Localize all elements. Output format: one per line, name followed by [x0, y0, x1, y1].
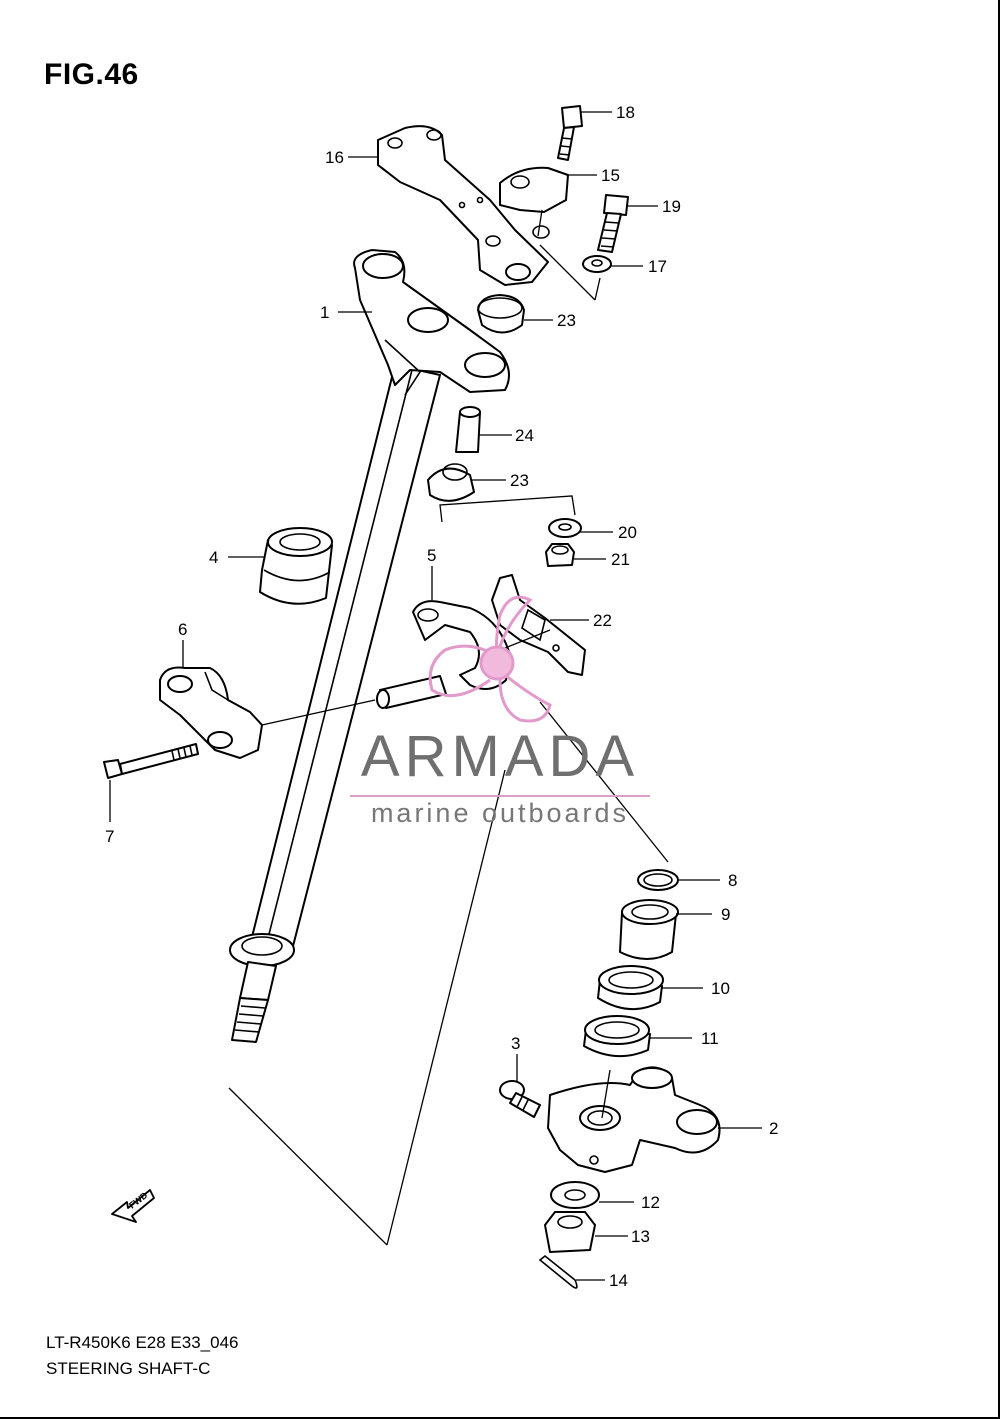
- callout-5: 5: [427, 546, 436, 565]
- callout-1: 1: [320, 303, 329, 322]
- watermark-divider: [350, 795, 650, 797]
- callout-6: 6: [178, 620, 187, 639]
- callout-23-upper: 23: [557, 311, 576, 330]
- bushing-9-part: [619, 899, 679, 960]
- watermark-brand: ARMADA: [360, 724, 640, 789]
- nut-21-part: [545, 543, 575, 567]
- callout-18: 18: [616, 103, 635, 122]
- diagram-section-title: STEERING SHAFT-C: [46, 1359, 211, 1378]
- steering-shaft-part: [229, 249, 510, 1043]
- washer-20-part: [548, 518, 582, 538]
- callout-8: 8: [728, 871, 737, 890]
- callout-10: 10: [711, 979, 730, 998]
- callout-2: 2: [769, 1119, 778, 1138]
- armada-propeller-logo-icon: [428, 595, 552, 723]
- figure-title: FIG.46: [44, 58, 139, 91]
- bracket-22-part: [491, 574, 586, 676]
- bushing-23-lower-part: [427, 463, 475, 502]
- bushing-23-upper-part: [477, 294, 525, 334]
- diagram-model-code: LT-R450K6 E28 E33_046: [46, 1333, 239, 1352]
- callout-leaders: [182, 111, 762, 1281]
- callout-12: 12: [641, 1193, 660, 1212]
- callout-7: 7: [105, 827, 114, 846]
- callout-23-lower: 23: [510, 471, 529, 490]
- callout-16: 16: [325, 148, 344, 167]
- callout-22: 22: [593, 611, 612, 630]
- steering-arm-2-part: [547, 1066, 721, 1173]
- callout-11: 11: [701, 1029, 719, 1048]
- callout-3: 3: [511, 1034, 520, 1053]
- callout-15: 15: [601, 166, 620, 185]
- bearing-11-part: [583, 1015, 651, 1058]
- callout-4: 4: [209, 548, 218, 567]
- screw-3-part: [499, 1080, 541, 1118]
- bearing-10-part: [597, 965, 664, 1011]
- assembly-lines: [109, 209, 669, 1246]
- bolt-19-part: [597, 194, 629, 253]
- callout-24: 24: [515, 426, 534, 445]
- bolt-18-part: [557, 105, 583, 161]
- cotter-pin-14-part: [538, 1254, 578, 1289]
- callout-13: 13: [631, 1227, 650, 1246]
- callout-19: 19: [662, 197, 681, 216]
- callout-21: 21: [611, 550, 630, 569]
- bolt-7-part: [103, 743, 199, 779]
- o-ring-8-part: [637, 869, 679, 891]
- spacer-24-part: [455, 406, 481, 453]
- handlebar-holder-part: [377, 125, 549, 286]
- clamp-6-part: [159, 666, 263, 759]
- nut-13-part: [544, 1211, 596, 1253]
- washer-12-part: [550, 1181, 600, 1209]
- holder-cap-part: [499, 166, 569, 239]
- washer-17-part: [582, 255, 612, 273]
- callout-20: 20: [618, 523, 637, 542]
- callout-17: 17: [648, 257, 667, 276]
- watermark-subtitle: marine outboards: [370, 798, 630, 828]
- boot-4-part: [259, 527, 333, 605]
- fwd-arrow-icon: FWD: [111, 1189, 155, 1223]
- callout-9: 9: [721, 905, 730, 924]
- callout-labels: 18 16 15 19 17 1 23 24 23 20 21 4 5 22 6…: [105, 103, 778, 1290]
- callout-14: 14: [609, 1271, 628, 1290]
